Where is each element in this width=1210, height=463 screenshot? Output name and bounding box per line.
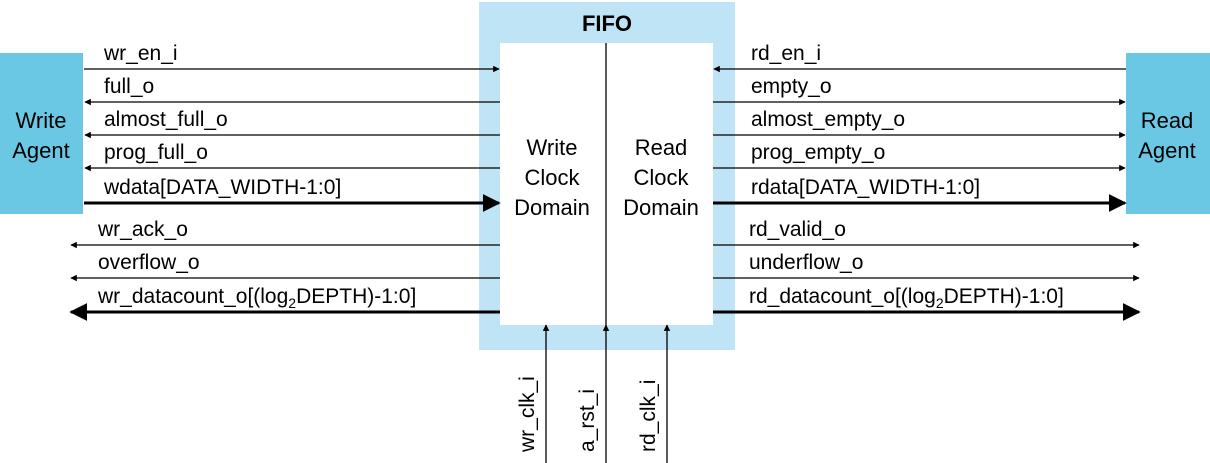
write-domain-label-line2: Clock: [524, 165, 580, 190]
write-agent-box: [0, 53, 83, 214]
read-signal-label-empty-o: empty_o: [751, 75, 832, 98]
read-agent-label-line2: Agent: [1138, 138, 1196, 163]
write-signal-label-prog-full-o: prog_full_o: [104, 141, 208, 164]
read-signal-label-underflow-o: underflow_o: [749, 251, 863, 274]
read-signal-label-rd-en-i: rd_en_i: [751, 42, 821, 65]
read-signal-label-rd-datacount-o-log2depth-1-0: rd_datacount_o[(log2DEPTH)-1:0]: [749, 285, 1064, 311]
read-domain-label-line3: Domain: [623, 195, 699, 220]
read-agent-box: [1126, 53, 1210, 214]
write-signal-label-wr-en-i: wr_en_i: [103, 42, 178, 65]
signal-group: wr_en_i full_o almost_full_o prog_full_owda…: [69, 42, 1141, 463]
write-signal-label-overflow-o: overflow_o: [98, 251, 200, 274]
write-signal-label-almost-full-o: almost_full_o: [104, 108, 228, 131]
read-domain-label-line1: Read: [635, 135, 688, 160]
read-signal-label-rdata-data-width-1-0: rdata[DATA_WIDTH-1:0]: [751, 176, 980, 199]
write-domain-label-line1: Write: [527, 135, 578, 160]
write-signal-label-wr-ack-o: wr_ack_o: [97, 218, 188, 241]
read-agent-label-line1: Read: [1141, 108, 1194, 133]
read-signal-label-rd-valid-o: rd_valid_o: [749, 218, 846, 241]
read-signal-label-prog-empty-o: prog_empty_o: [751, 141, 885, 164]
write-signal-label-full-o: full_o: [104, 75, 154, 98]
write-agent-label-line1: Write: [16, 108, 67, 133]
read-signal-label-almost-empty-o: almost_empty_o: [751, 108, 905, 131]
clock-signal-label-rd-clk-i: rd_clk_i: [637, 380, 660, 452]
clock-signal-label-a-rst-i: a_rst_i: [576, 389, 599, 452]
write-signal-label-wr-datacount-o-log2depth-1-0: wr_datacount_o[(log2DEPTH)-1:0]: [97, 285, 416, 311]
read-domain-label-line2: Clock: [633, 165, 689, 190]
fifo-title: FIFO: [582, 11, 632, 36]
write-domain-label-line3: Domain: [514, 195, 590, 220]
write-agent-label-line2: Agent: [12, 138, 70, 163]
write-signal-label-wdata-data-width-1-0: wdata[DATA_WIDTH-1:0]: [103, 176, 341, 199]
clock-signal-label-wr-clk-i: wr_clk_i: [516, 376, 539, 453]
